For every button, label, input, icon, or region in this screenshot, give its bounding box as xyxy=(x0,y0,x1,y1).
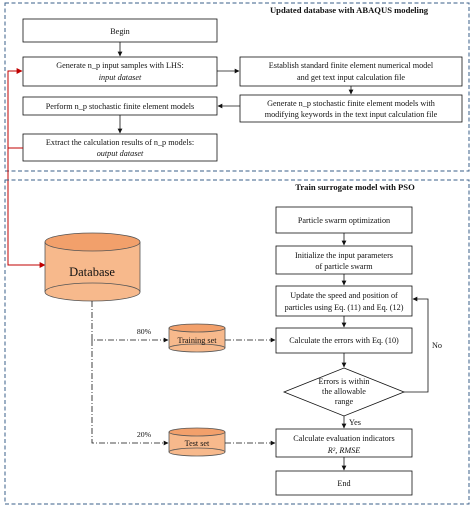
pct-train-label: 80% xyxy=(137,327,152,336)
update-box xyxy=(275,285,413,317)
database-cylinder xyxy=(44,232,141,302)
init-label-2: of particle swarm xyxy=(315,262,373,271)
init-box xyxy=(275,245,413,275)
eval-label-1: Calculate evaluation indicators xyxy=(293,434,394,443)
extract-label-2: output dataset xyxy=(97,149,144,158)
arrow-no-loop xyxy=(404,296,429,393)
extract-label-1: Extract the calculation results of n_p m… xyxy=(46,138,194,147)
end-box xyxy=(275,470,413,496)
end-label: End xyxy=(337,479,350,488)
dashdot-database-test xyxy=(91,340,169,446)
errors-label: Calculate the errors with Eq. (10) xyxy=(289,336,399,345)
establish-label-2: and get text input calculation file xyxy=(297,73,405,82)
no-label: No xyxy=(432,341,442,350)
test-set-cylinder xyxy=(168,427,226,457)
red-arrow-to-lhs xyxy=(7,68,23,148)
update-label-1: Update the speed and position of xyxy=(290,291,398,300)
yes-label: Yes xyxy=(349,418,361,427)
test-set-label: Test set xyxy=(185,439,210,448)
red-arrow-extract-database xyxy=(7,147,46,268)
decision-label-3: range xyxy=(335,397,354,406)
generate-models-label-1: Generate n_p stochastic finite element m… xyxy=(267,99,435,108)
decision-label-1: Errors is within xyxy=(319,377,370,386)
eval-box xyxy=(275,428,413,458)
extract-box xyxy=(22,133,218,162)
establish-box xyxy=(239,56,463,87)
training-set-label: Training set xyxy=(177,336,217,345)
establish-label-1: Establish standard finite element numeri… xyxy=(269,61,434,70)
generate-models-label-2: modifying keywords in the text input cal… xyxy=(265,110,438,119)
lhs-box xyxy=(22,56,218,87)
lhs-label-2: input dataset xyxy=(99,73,142,82)
bottom-section-title: Train surrogate model with PSO xyxy=(295,182,415,192)
bottom-section-frame xyxy=(4,179,470,505)
decision-label-2: the allowable xyxy=(322,387,366,396)
pct-test-label: 20% xyxy=(137,430,152,439)
begin-label: Begin xyxy=(110,27,130,36)
update-label-2: particles using Eq. (11) and Eq. (12) xyxy=(285,303,404,312)
init-label-1: Initialize the input parameters xyxy=(295,251,393,260)
perform-label: Perform n_p stochastic finite element mo… xyxy=(46,102,194,111)
top-section-title: Updated database with ABAQUS modeling xyxy=(270,5,429,15)
generate-models-box xyxy=(239,94,463,123)
pso-box xyxy=(275,206,413,234)
dashdot-database-training xyxy=(91,301,169,343)
eval-label-2: R², RMSE xyxy=(327,446,360,455)
lhs-label-1: Generate n_p input samples with LHS: xyxy=(56,61,184,70)
errors-box xyxy=(275,327,413,354)
pso-label: Particle swarm optimization xyxy=(298,216,390,225)
training-set-cylinder xyxy=(168,323,226,353)
top-section-frame xyxy=(4,2,470,172)
database-label: Database xyxy=(69,265,115,279)
